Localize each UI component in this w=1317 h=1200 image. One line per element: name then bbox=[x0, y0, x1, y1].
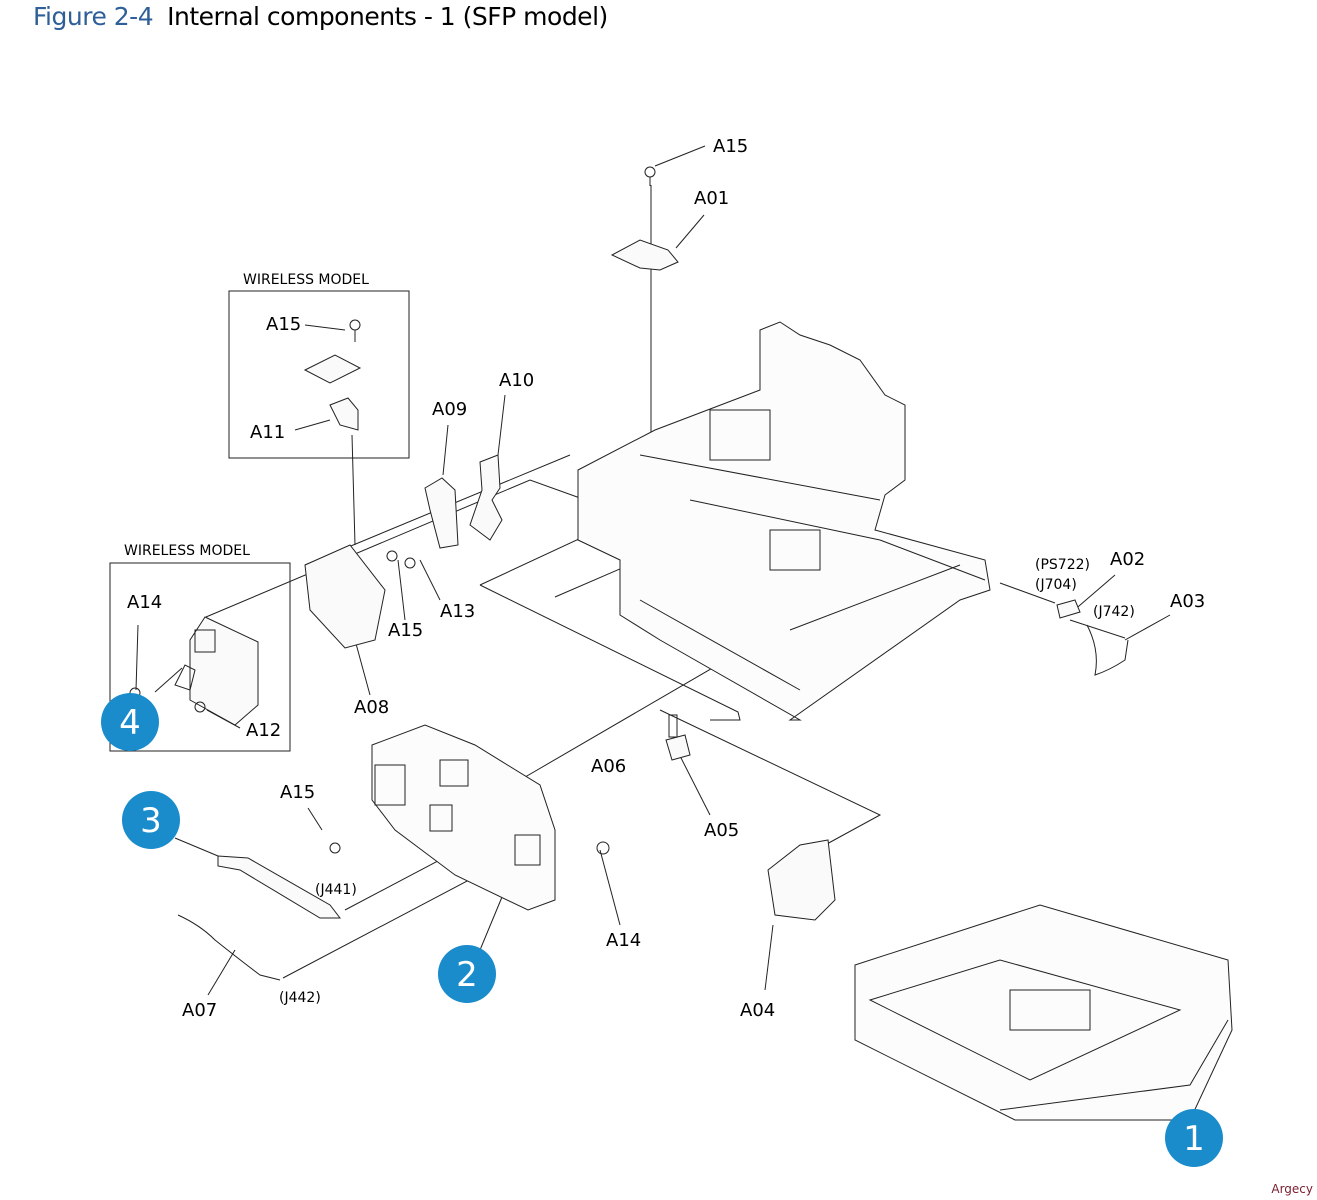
part-label-a06: A06 bbox=[591, 756, 626, 777]
part-label-a15-top: A15 bbox=[713, 136, 748, 157]
part-label-a13: A13 bbox=[440, 601, 475, 622]
callout-2-number: 2 bbox=[456, 955, 478, 995]
part-label-a03: A03 bbox=[1170, 591, 1205, 612]
wireless-model-label-lower: WIRELESS MODEL bbox=[124, 543, 250, 559]
figure-title: Figure 2-4 Internal components - 1 (SFP m… bbox=[33, 2, 608, 31]
callout-4-circle bbox=[101, 693, 159, 751]
callout-3: 3 bbox=[122, 791, 180, 849]
watermark: Argecy bbox=[1271, 1182, 1313, 1196]
wireless-model-box-lower bbox=[109, 562, 291, 752]
callout-4-number: 4 bbox=[119, 703, 141, 743]
callout-4: 4 bbox=[101, 693, 159, 751]
part-label-a15-mid: A15 bbox=[388, 620, 423, 641]
part-label-a11: A11 bbox=[250, 422, 285, 443]
connector-label-ps722: (PS722) bbox=[1035, 557, 1090, 573]
part-label-a12: A12 bbox=[246, 720, 281, 741]
part-label-a01: A01 bbox=[694, 188, 729, 209]
part-label-a02: A02 bbox=[1110, 549, 1145, 570]
part-label-a08: A08 bbox=[354, 697, 389, 718]
part-label-a09: A09 bbox=[432, 399, 467, 420]
part-label-a15-low: A15 bbox=[280, 782, 315, 803]
wireless-model-label-upper: WIRELESS MODEL bbox=[243, 272, 369, 288]
callout-1-circle bbox=[1165, 1109, 1223, 1167]
part-label-a05: A05 bbox=[704, 820, 739, 841]
part-label-a04: A04 bbox=[740, 1000, 775, 1021]
connector-label-j704: (J704) bbox=[1035, 577, 1077, 593]
part-label-a15-wireless: A15 bbox=[266, 314, 301, 335]
part-label-a14-low: A14 bbox=[606, 930, 641, 951]
connector-label-j442: (J442) bbox=[279, 990, 321, 1006]
callout-1-number: 1 bbox=[1183, 1119, 1205, 1159]
callout-1: 1 bbox=[1165, 1109, 1223, 1167]
wireless-model-box-upper bbox=[228, 290, 410, 459]
connector-label-j742: (J742) bbox=[1093, 604, 1135, 620]
figure-number: Figure 2-4 bbox=[33, 2, 154, 31]
part-label-a07: A07 bbox=[182, 1000, 217, 1021]
figure-caption: Internal components - 1 (SFP model) bbox=[167, 2, 608, 31]
part-label-a14-wireless: A14 bbox=[127, 592, 162, 613]
callout-2: 2 bbox=[438, 945, 496, 1003]
callout-3-circle bbox=[122, 791, 180, 849]
part-label-a10: A10 bbox=[499, 370, 534, 391]
connector-label-j441: (J441) bbox=[315, 882, 357, 898]
callout-3-number: 3 bbox=[140, 801, 162, 841]
callout-2-circle bbox=[438, 945, 496, 1003]
